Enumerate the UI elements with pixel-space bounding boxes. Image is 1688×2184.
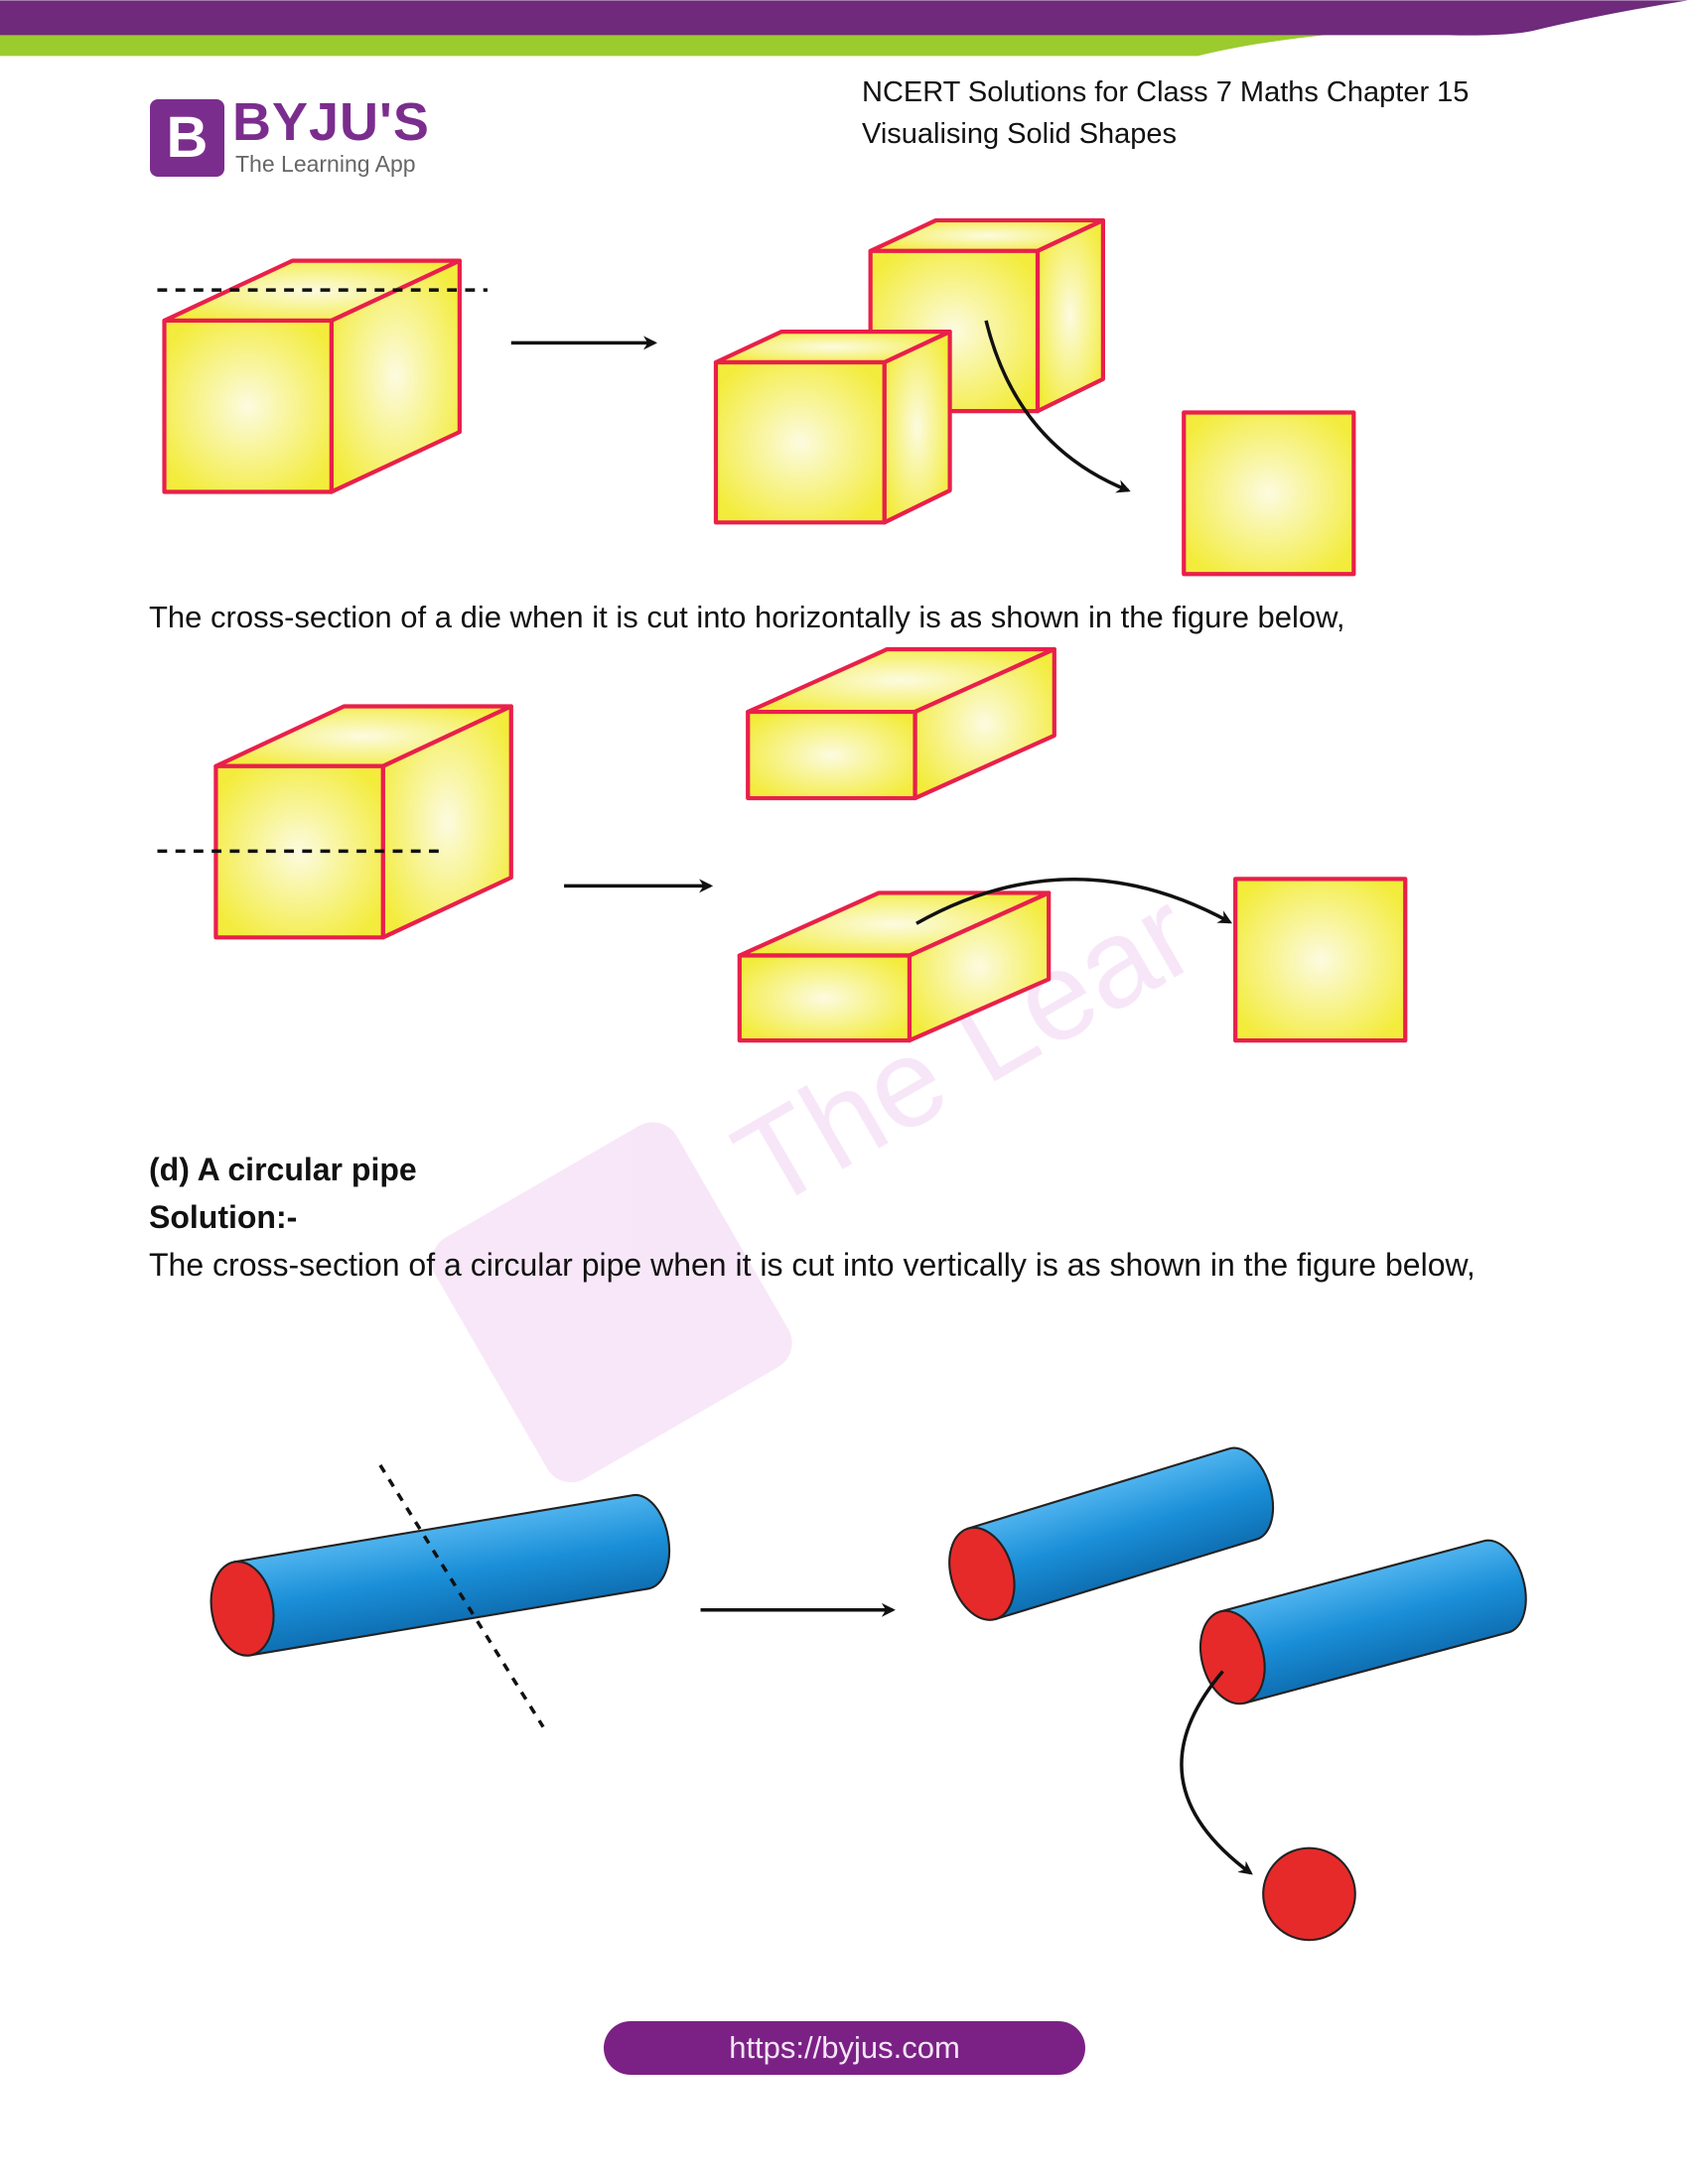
header-purple-band <box>0 0 1688 36</box>
pipe-text: The cross-section of a circular pipe whe… <box>149 1247 1476 1283</box>
cut-line <box>378 1463 545 1728</box>
slab-upper <box>746 646 1056 801</box>
slab-lower <box>737 890 1052 1043</box>
pipe-half-2 <box>1199 1539 1527 1706</box>
figure-die-vertical-cut <box>157 217 1356 577</box>
pipe-half-1 <box>948 1446 1275 1621</box>
cube-whole <box>213 704 513 940</box>
die-horizontal-text: The cross-section of a die when it is cu… <box>149 600 1345 634</box>
byjus-logo <box>150 99 224 177</box>
cube-half-front <box>713 330 952 525</box>
curved-arrow-icon <box>1180 1670 1253 1875</box>
document-header: NCERT Solutions for Class 7 Maths Chapte… <box>862 71 1469 155</box>
figure-die-horizontal-cut <box>157 646 1408 1043</box>
cross-section-square <box>1182 410 1356 577</box>
pipe-whole <box>210 1493 671 1657</box>
header-title-line1: NCERT Solutions for Class 7 Maths Chapte… <box>862 76 1470 108</box>
cross-section-circle <box>1262 1846 1356 1942</box>
part-d-heading: (d) A circular pipe <box>149 1152 417 1187</box>
header-title-line2: Visualising Solid Shapes <box>862 118 1178 150</box>
header-green-band <box>0 33 1337 57</box>
solution-label: Solution:- <box>149 1199 298 1235</box>
logo-mark: B <box>166 105 209 170</box>
curved-arrow-icon <box>915 878 1232 925</box>
curved-arrow-icon <box>984 320 1131 493</box>
cross-section-square <box>1233 877 1408 1043</box>
figure-pipe-cut <box>210 1446 1527 1942</box>
logo-tagline: The Learning App <box>235 151 416 177</box>
logo-name: BYJU'S <box>232 92 430 152</box>
footer-url-link[interactable]: https://byjus.com <box>604 2021 1085 2075</box>
cube-whole <box>162 258 462 494</box>
